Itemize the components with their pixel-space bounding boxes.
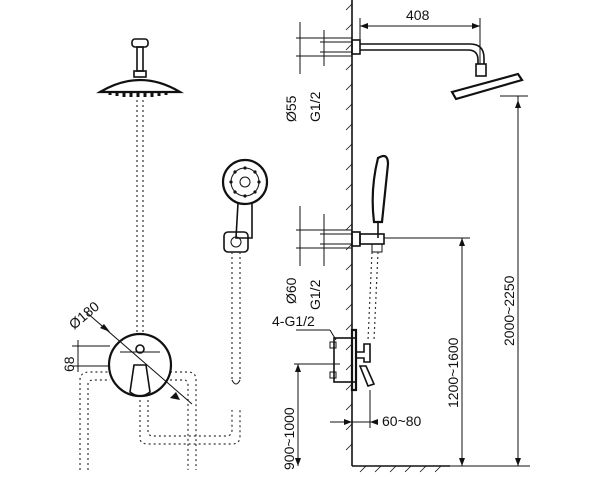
hand-shower-icon [221,158,269,239]
side-view: 408 Ø55 G1/2 [272,0,530,473]
arm-length-label: 408 [406,7,430,23]
wall [345,0,353,466]
valve-height-dimension: 900~1000 [281,363,340,470]
floor [352,465,450,473]
rain-shower-head-icon [96,78,184,97]
head-height-label: 2000~2250 [501,275,517,346]
top-mount-icon [131,38,149,78]
plate-depth-label: 68 [61,356,77,372]
shower-arm-icon [351,39,487,77]
mid-flange-dimensions: Ø60 G1/2 [283,206,352,310]
shower-hose [231,252,241,385]
mid-thread-label: G1/2 [307,279,323,310]
wall-offset-dimension: 60~80 [330,390,422,429]
rain-head-side-icon [450,72,524,101]
holder-height-dimension: 1200~1600 [384,237,470,466]
hidden-pipe [136,100,144,332]
concealed-valve-box-icon [329,328,376,392]
plate-diameter-dimension: Ø180 [66,298,193,405]
valve-thread-label: 4-G1/2 [272,313,315,329]
wall-offset-label: 60~80 [382,413,422,429]
arm-length-dimension: 408 [359,7,481,64]
plate-depth-dimension: 68 [61,340,110,372]
top-thread-label: G1/2 [307,91,323,122]
concealed-piping [79,371,241,470]
head-height-dimension: 2000~2250 [450,95,530,467]
valve-thread-callout: 4-G1/2 [272,313,337,341]
mid-flange-diameter-label: Ø60 [283,277,299,304]
front-view: Ø180 68 [61,38,269,470]
mixer-valve-plate-icon [107,332,173,398]
plate-diameter-label: Ø180 [66,298,103,332]
valve-height-label: 900~1000 [281,407,297,470]
holder-height-label: 1200~1600 [445,337,461,408]
hose-side [367,251,379,341]
holder-side-icon [351,231,385,253]
hand-shower-holder-icon [223,231,249,253]
top-flange-dimensions: Ø55 G1/2 [283,22,352,122]
hand-shower-side-icon [371,154,390,238]
top-flange-diameter-label: Ø55 [283,95,299,122]
